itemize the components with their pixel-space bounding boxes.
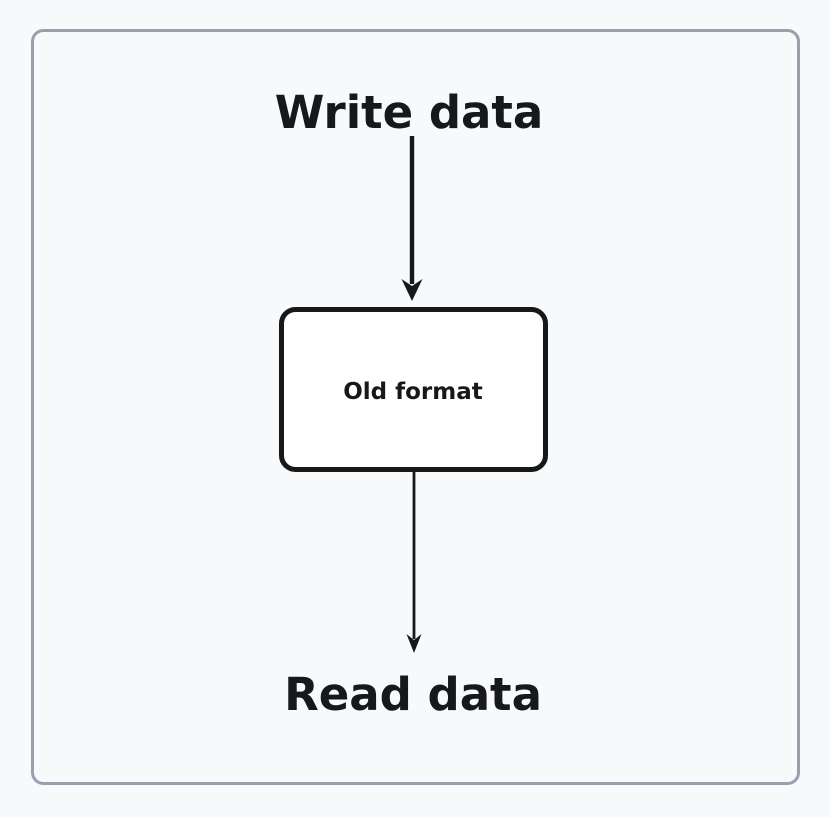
label-read-data: Read data — [284, 668, 542, 721]
edge-write-to-old-format — [401, 136, 423, 301]
edge-read-arrowhead — [406, 634, 422, 653]
edge-write-arrowhead — [401, 279, 423, 301]
node-old-format-label: Old format — [343, 379, 483, 405]
node-old-format-shape — [279, 307, 548, 472]
node-old-format[interactable]: Old format — [279, 307, 548, 472]
label-write-data: Write data — [275, 86, 544, 139]
edge-old-format-to-read — [406, 471, 422, 653]
